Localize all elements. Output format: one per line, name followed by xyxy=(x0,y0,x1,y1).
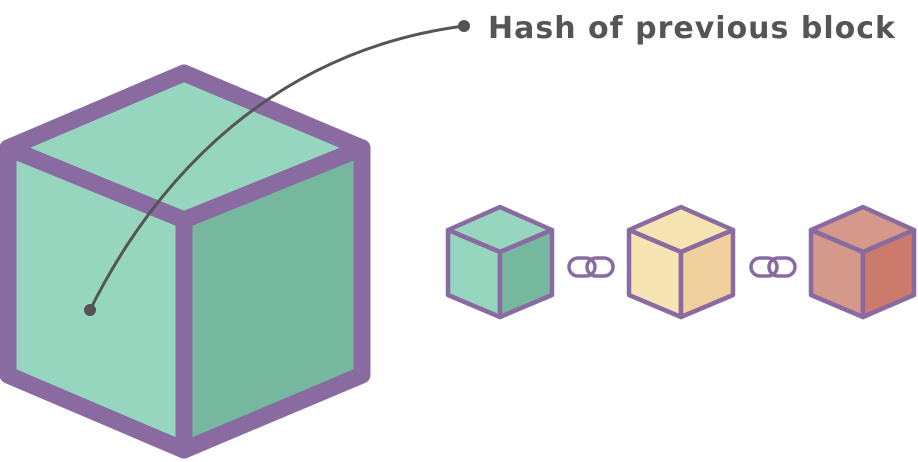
block-1-right-face xyxy=(497,227,555,320)
chain-block-2 xyxy=(626,204,736,320)
pointer-end-dot xyxy=(458,20,470,32)
hash-label: Hash of previous block xyxy=(488,11,896,46)
chain-link-icon xyxy=(749,256,797,278)
block-2-right-face xyxy=(678,227,736,320)
chain-link-icon xyxy=(567,256,615,278)
big-block-right-face xyxy=(175,139,371,459)
big-block xyxy=(0,64,371,459)
chain-block-3 xyxy=(808,204,917,320)
block-3-right-face xyxy=(860,227,917,320)
chain-block-1 xyxy=(445,204,555,320)
pointer-start-dot xyxy=(84,304,96,316)
pointer-line xyxy=(88,24,465,311)
